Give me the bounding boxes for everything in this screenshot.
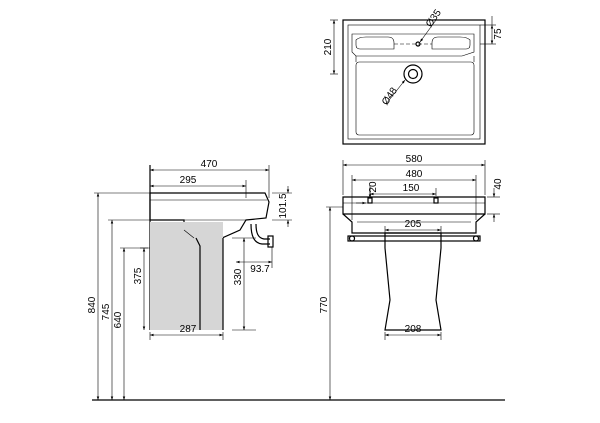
- dim-101-5: 101.5: [278, 193, 289, 218]
- dim-dia-48: Ø48: [380, 85, 400, 107]
- side-pedestal-edge: [195, 237, 201, 330]
- dim-770: 770: [319, 296, 330, 313]
- dim-330: 330: [233, 268, 244, 285]
- side-pedestal: [150, 222, 223, 330]
- dim-580: 580: [406, 154, 423, 165]
- dim-93-7: 93.7: [250, 264, 270, 275]
- dim-40: 40: [493, 178, 504, 190]
- front-pedestal: [384, 232, 442, 331]
- front-view: [326, 160, 500, 400]
- dim-745: 745: [101, 303, 112, 320]
- dim-dia-35: Ø35: [424, 7, 444, 29]
- dim-375: 375: [133, 267, 144, 284]
- top-view-outline: [342, 19, 486, 145]
- dim-480: 480: [406, 169, 423, 180]
- waste-outlet-icon: [403, 64, 423, 84]
- towel-rail: [347, 235, 481, 242]
- trap-pipe-icon: [250, 223, 270, 245]
- top-view-tap-deck: [351, 33, 475, 57]
- top-view-bowl: [355, 61, 475, 136]
- side-view: [94, 165, 292, 400]
- dim-840: 840: [87, 296, 98, 313]
- side-basin-shell: [149, 192, 270, 239]
- dim-295: 295: [180, 175, 197, 186]
- dim-205: 205: [405, 219, 422, 230]
- front-tap-hole-right: [433, 197, 439, 204]
- dim-20: 20: [368, 181, 379, 193]
- dim-287: 287: [180, 324, 197, 335]
- dim-150: 150: [403, 183, 420, 194]
- dim-208: 208: [405, 324, 422, 335]
- dim-75: 75: [493, 28, 504, 40]
- top-view-rim-inner: [347, 24, 481, 140]
- front-basin-shell: [342, 196, 486, 215]
- top-view: [330, 16, 496, 145]
- dim-470: 470: [201, 159, 218, 170]
- dim-640: 640: [113, 311, 124, 328]
- front-tap-hole-left: [367, 197, 373, 204]
- dim-210: 210: [323, 38, 334, 55]
